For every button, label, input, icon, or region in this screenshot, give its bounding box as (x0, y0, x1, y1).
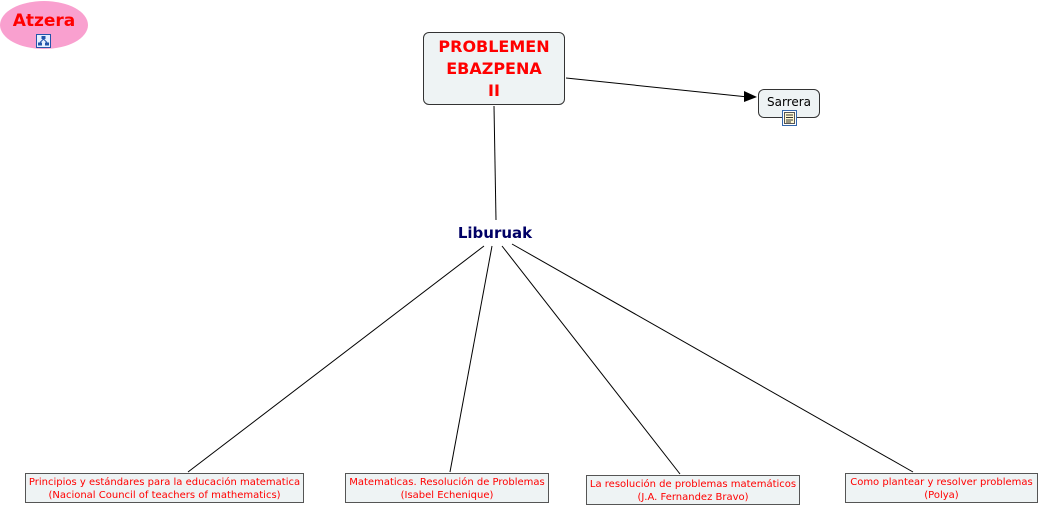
document-icon[interactable] (782, 110, 797, 126)
link-liburuak-to-book-4 (511, 243, 914, 473)
concept-liburuak: Liburuak (457, 224, 533, 242)
main-topic-line-3: II (488, 81, 500, 100)
back-label: Atzera (12, 11, 76, 31)
link-main-to-liburuak (493, 105, 497, 221)
book-node-3[interactable]: La resolución de problemas matemáticos (… (586, 475, 800, 505)
book-title-1: Principios y estándares para la educació… (28, 477, 301, 488)
concept-map-icon[interactable] (36, 34, 51, 48)
link-liburuak-to-book-2 (449, 245, 493, 473)
book-author-4: (Polya) (924, 490, 959, 501)
main-topic-line-2: EBAZPENA (446, 59, 542, 78)
link-liburuak-to-book-3 (501, 245, 681, 475)
book-title-2: Matematicas. Resolución de Problemas (349, 477, 545, 488)
book-author-1: (Nacional Council of teachers of mathema… (48, 490, 281, 501)
book-author-3: (J.A. Fernandez Bravo) (637, 492, 749, 503)
book-node-1[interactable]: Principios y estándares para la educació… (25, 473, 304, 503)
book-title-4: Como plantear y resolver problemas (850, 477, 1033, 488)
book-author-2: (Isabel Echenique) (400, 490, 494, 501)
arrowhead-sarrera (744, 91, 757, 102)
book-node-2[interactable]: Matematicas. Resolución de Problemas (Is… (345, 473, 549, 503)
book-node-4[interactable]: Como plantear y resolver problemas (Poly… (845, 473, 1038, 503)
link-main-to-sarrera (565, 77, 749, 98)
main-topic-node: PROBLEMEN EBAZPENA II (423, 32, 565, 105)
link-liburuak-to-book-1 (187, 245, 485, 473)
main-topic-line-1: PROBLEMEN (438, 37, 550, 56)
book-title-3: La resolución de problemas matemáticos (589, 479, 797, 490)
back-button[interactable]: Atzera (0, 1, 88, 49)
